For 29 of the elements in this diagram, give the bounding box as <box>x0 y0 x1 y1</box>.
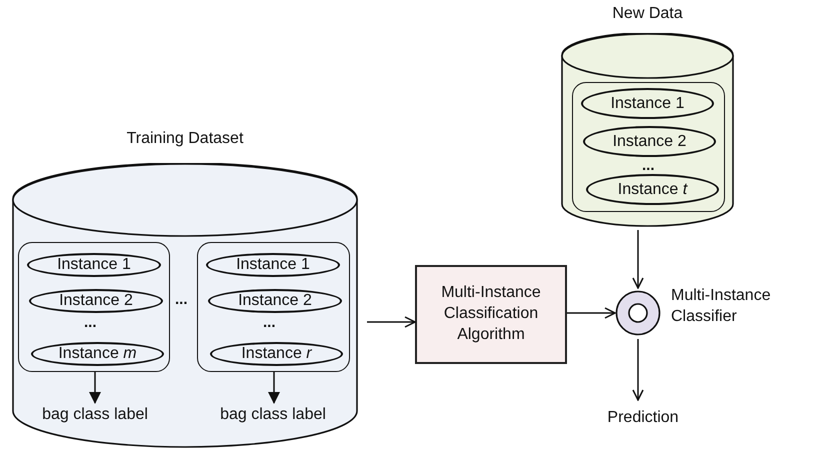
bag-class-label: bag class label <box>22 403 168 427</box>
instance-ellipse: Instance t <box>586 174 719 205</box>
instance-ellipse: Instance 1 <box>206 253 340 277</box>
instance-ellipse: Instance 1 <box>581 88 714 119</box>
arrow <box>567 307 616 319</box>
ellipsis-mark: ... <box>642 158 655 173</box>
output-label: Prediction <box>595 406 691 430</box>
arrow <box>89 372 101 404</box>
ellipsis-mark: ... <box>84 315 97 330</box>
node-caption: Multi-Instance Classifier <box>671 286 772 327</box>
instance-ellipse: Instance 2 <box>208 289 342 313</box>
arrow <box>632 230 644 289</box>
ellipsis-mark: ... <box>175 292 188 307</box>
bag-container <box>572 82 725 212</box>
instance-ellipse: Instance 2 <box>29 289 163 313</box>
bag-container <box>18 242 170 372</box>
bag-class-label: bag class label <box>200 403 346 427</box>
arrow <box>367 316 416 328</box>
process-box: Multi-Instance Classification Algorithm <box>415 265 567 364</box>
ellipsis-mark: ... <box>263 315 276 330</box>
dataset-title: Training Dataset <box>126 130 244 148</box>
instance-ellipse: Instance r <box>210 342 343 366</box>
bag-container <box>197 242 350 372</box>
arrow <box>632 339 644 401</box>
dataset-title: New Data <box>611 5 684 23</box>
arrow <box>268 372 280 404</box>
instance-ellipse: Instance 1 <box>27 253 161 277</box>
instance-ellipse: Instance 2 <box>583 126 716 157</box>
instance-ellipse: Instance m <box>31 342 164 366</box>
